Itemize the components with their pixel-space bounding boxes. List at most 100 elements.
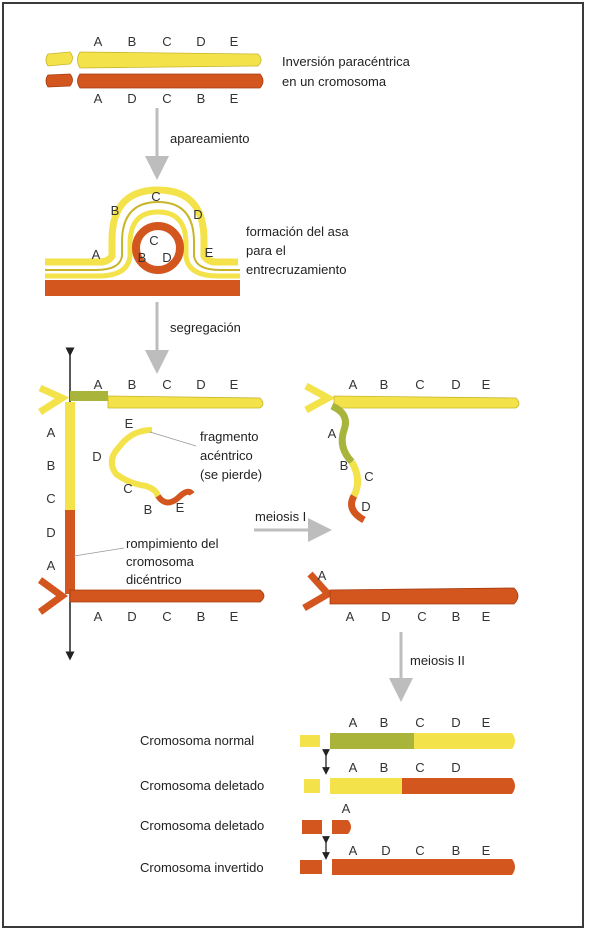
gene-label: B: [452, 843, 461, 858]
gene-label: A: [47, 558, 56, 573]
gene-label: B: [128, 34, 137, 49]
gene-label: B: [197, 609, 206, 624]
gene-label: D: [381, 609, 390, 624]
gene-labels-product-inverted: ADCBE: [349, 843, 491, 858]
gene-label: E: [125, 416, 134, 431]
inversion-label-line2: en un cromosoma: [282, 74, 387, 89]
gene-label: A: [94, 34, 103, 49]
loop-label-line1: formación del asa: [246, 224, 349, 239]
gene-label: A: [94, 91, 103, 106]
gene-label: D: [451, 377, 460, 392]
gene-label: E: [176, 500, 185, 515]
gene-label: A: [346, 609, 355, 624]
gene-label: B: [452, 609, 461, 624]
product-deleted2-label: Cromosoma deletado: [140, 818, 264, 833]
gene-label: E: [230, 91, 239, 106]
gene-label: A: [349, 715, 358, 730]
gene-label: B: [197, 91, 206, 106]
pairing-label: apareamiento: [170, 131, 250, 146]
gene-label: E: [482, 843, 491, 858]
inverted-chromosome-top: [46, 74, 263, 88]
gene-label: D: [127, 91, 136, 106]
gene-label: B: [144, 502, 153, 517]
gene-label: B: [111, 203, 120, 218]
gene-label: B: [138, 250, 147, 265]
gene-label: C: [417, 609, 426, 624]
meiosis1-label: meiosis I: [255, 509, 306, 524]
gene-label: E: [230, 377, 239, 392]
product-normal-label: Cromosoma normal: [140, 733, 254, 748]
gene-label: A: [94, 377, 103, 392]
gene-label: C: [46, 491, 55, 506]
gene-label: B: [380, 377, 389, 392]
gene-labels-product-deleted2: A: [342, 801, 351, 816]
gene-label: D: [361, 499, 370, 514]
gene-label: B: [128, 377, 137, 392]
gene-label: A: [94, 609, 103, 624]
gene-label: A: [47, 425, 56, 440]
gene-labels-left-column: A B C D A: [46, 425, 55, 573]
gene-label: C: [149, 233, 158, 248]
gene-label: C: [415, 715, 424, 730]
breakage-label-line1: rompimiento del: [126, 536, 219, 551]
breakage-label-line2: cromosoma: [126, 554, 195, 569]
gene-label: C: [162, 377, 171, 392]
gene-label: E: [205, 245, 214, 260]
gene-label: E: [482, 715, 491, 730]
gene-label: E: [230, 609, 239, 624]
gene-label: C: [151, 189, 160, 204]
gene-label: E: [482, 377, 491, 392]
fragment-label-line2: acéntrico: [200, 448, 253, 463]
gene-label: C: [415, 377, 424, 392]
gene-label: D: [92, 449, 101, 464]
gene-label: E: [230, 34, 239, 49]
gene-label: A: [342, 801, 351, 816]
pairing-loop: [45, 190, 240, 292]
gene-label: A: [349, 377, 358, 392]
product-deleted1-label: Cromosoma deletado: [140, 778, 264, 793]
product-deleted1-chromosome: [304, 778, 515, 794]
gene-label: D: [193, 207, 202, 222]
product-inverted-label: Cromosoma invertido: [140, 860, 264, 875]
fragment-label-line1: fragmento: [200, 429, 259, 444]
breakage-label-line3: dicéntrico: [126, 572, 182, 587]
product-normal-chromosome: [300, 733, 515, 749]
normal-chromosome-top: [46, 52, 261, 68]
right-lower-chromosome: [304, 574, 518, 608]
gene-label: A: [349, 843, 358, 858]
inversion-label-line1: Inversión paracéntrica: [282, 54, 411, 69]
product-inverted-chromosome: [300, 859, 515, 875]
meiosis2-label: meiosis II: [410, 653, 465, 668]
loop-label-line2: para el: [246, 243, 286, 258]
gene-label: C: [415, 760, 424, 775]
gene-label: C: [123, 481, 132, 496]
gene-label: D: [46, 525, 55, 540]
gene-label: B: [340, 458, 349, 473]
gene-label: D: [162, 250, 171, 265]
gene-label: A: [328, 426, 337, 441]
gene-label: C: [162, 34, 171, 49]
fragment-label-line3: (se pierde): [200, 467, 262, 482]
gene-label: C: [364, 469, 373, 484]
gene-label: D: [451, 760, 460, 775]
gene-label: D: [381, 843, 390, 858]
gene-label: A: [92, 247, 101, 262]
gene-label: B: [380, 760, 389, 775]
gene-labels-right-top: A B C D E: [349, 377, 491, 392]
segregation-label: segregación: [170, 320, 241, 335]
gene-label: C: [415, 843, 424, 858]
gene-label: B: [47, 458, 56, 473]
gene-label: A: [318, 568, 327, 583]
gene-label: B: [380, 715, 389, 730]
gene-label: E: [482, 609, 491, 624]
product-deleted2-chromosome: [302, 820, 351, 834]
gene-label: C: [162, 609, 171, 624]
gene-label: D: [451, 715, 460, 730]
loop-label-line3: entrecruzamiento: [246, 262, 346, 277]
